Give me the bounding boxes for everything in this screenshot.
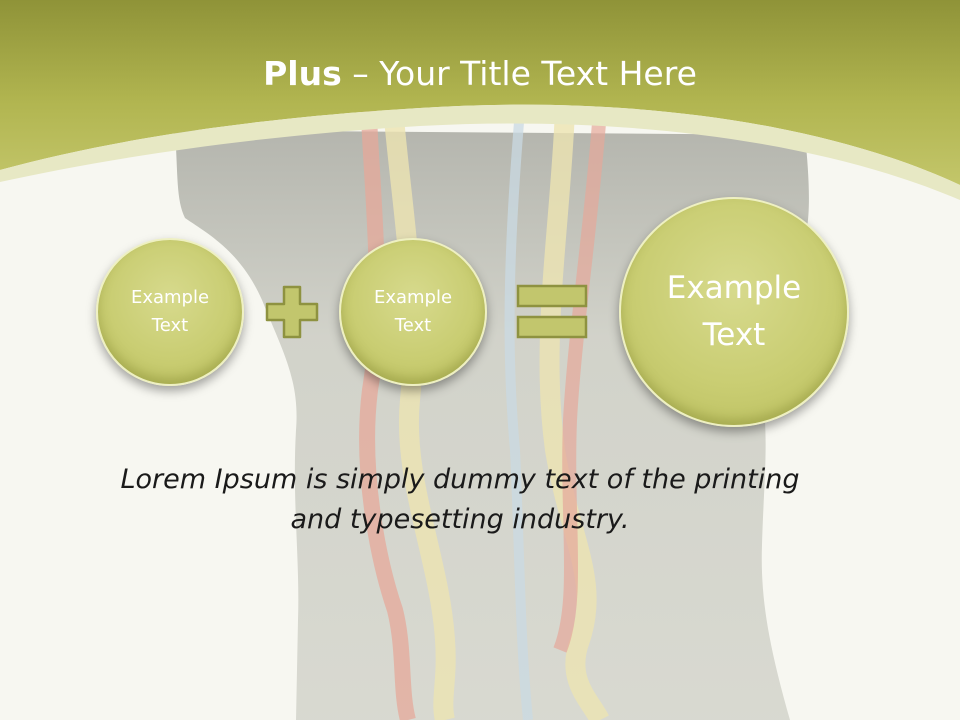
circle-1-line-2: Text: [151, 315, 189, 336]
tape-red-right: [553, 109, 607, 653]
example-circle-3[interactable]: Example Text: [619, 197, 849, 427]
circle-3-line-2: Text: [702, 317, 766, 353]
tape-blue: [504, 109, 533, 720]
header-band: [0, 0, 960, 185]
example-circle-1[interactable]: Example Text: [96, 238, 244, 386]
circle-2-line-2: Text: [394, 315, 432, 336]
page-title: Plus – Your Title Text Here: [0, 52, 960, 96]
title-bold: Plus: [263, 54, 342, 93]
circle-1-line-1: Example: [130, 287, 210, 308]
example-circle-2[interactable]: Example Text: [339, 238, 487, 386]
tape-red-left: [359, 94, 416, 720]
tape-yellow-left: [382, 94, 456, 720]
header-swoosh: [0, 104, 960, 200]
circle-2-line-1: Example: [373, 287, 453, 308]
body-line-1: Lorem Ipsum is simply dummy text of the …: [120, 464, 800, 495]
body-line-2: and typesetting industry.: [290, 504, 630, 535]
equals-icon: [516, 284, 588, 339]
plus-icon: [265, 285, 319, 339]
title-rest: – Your Title Text Here: [341, 54, 697, 93]
circle-3-line-1: Example: [666, 270, 802, 306]
body-text: Lorem Ipsum is simply dummy text of the …: [100, 460, 820, 540]
